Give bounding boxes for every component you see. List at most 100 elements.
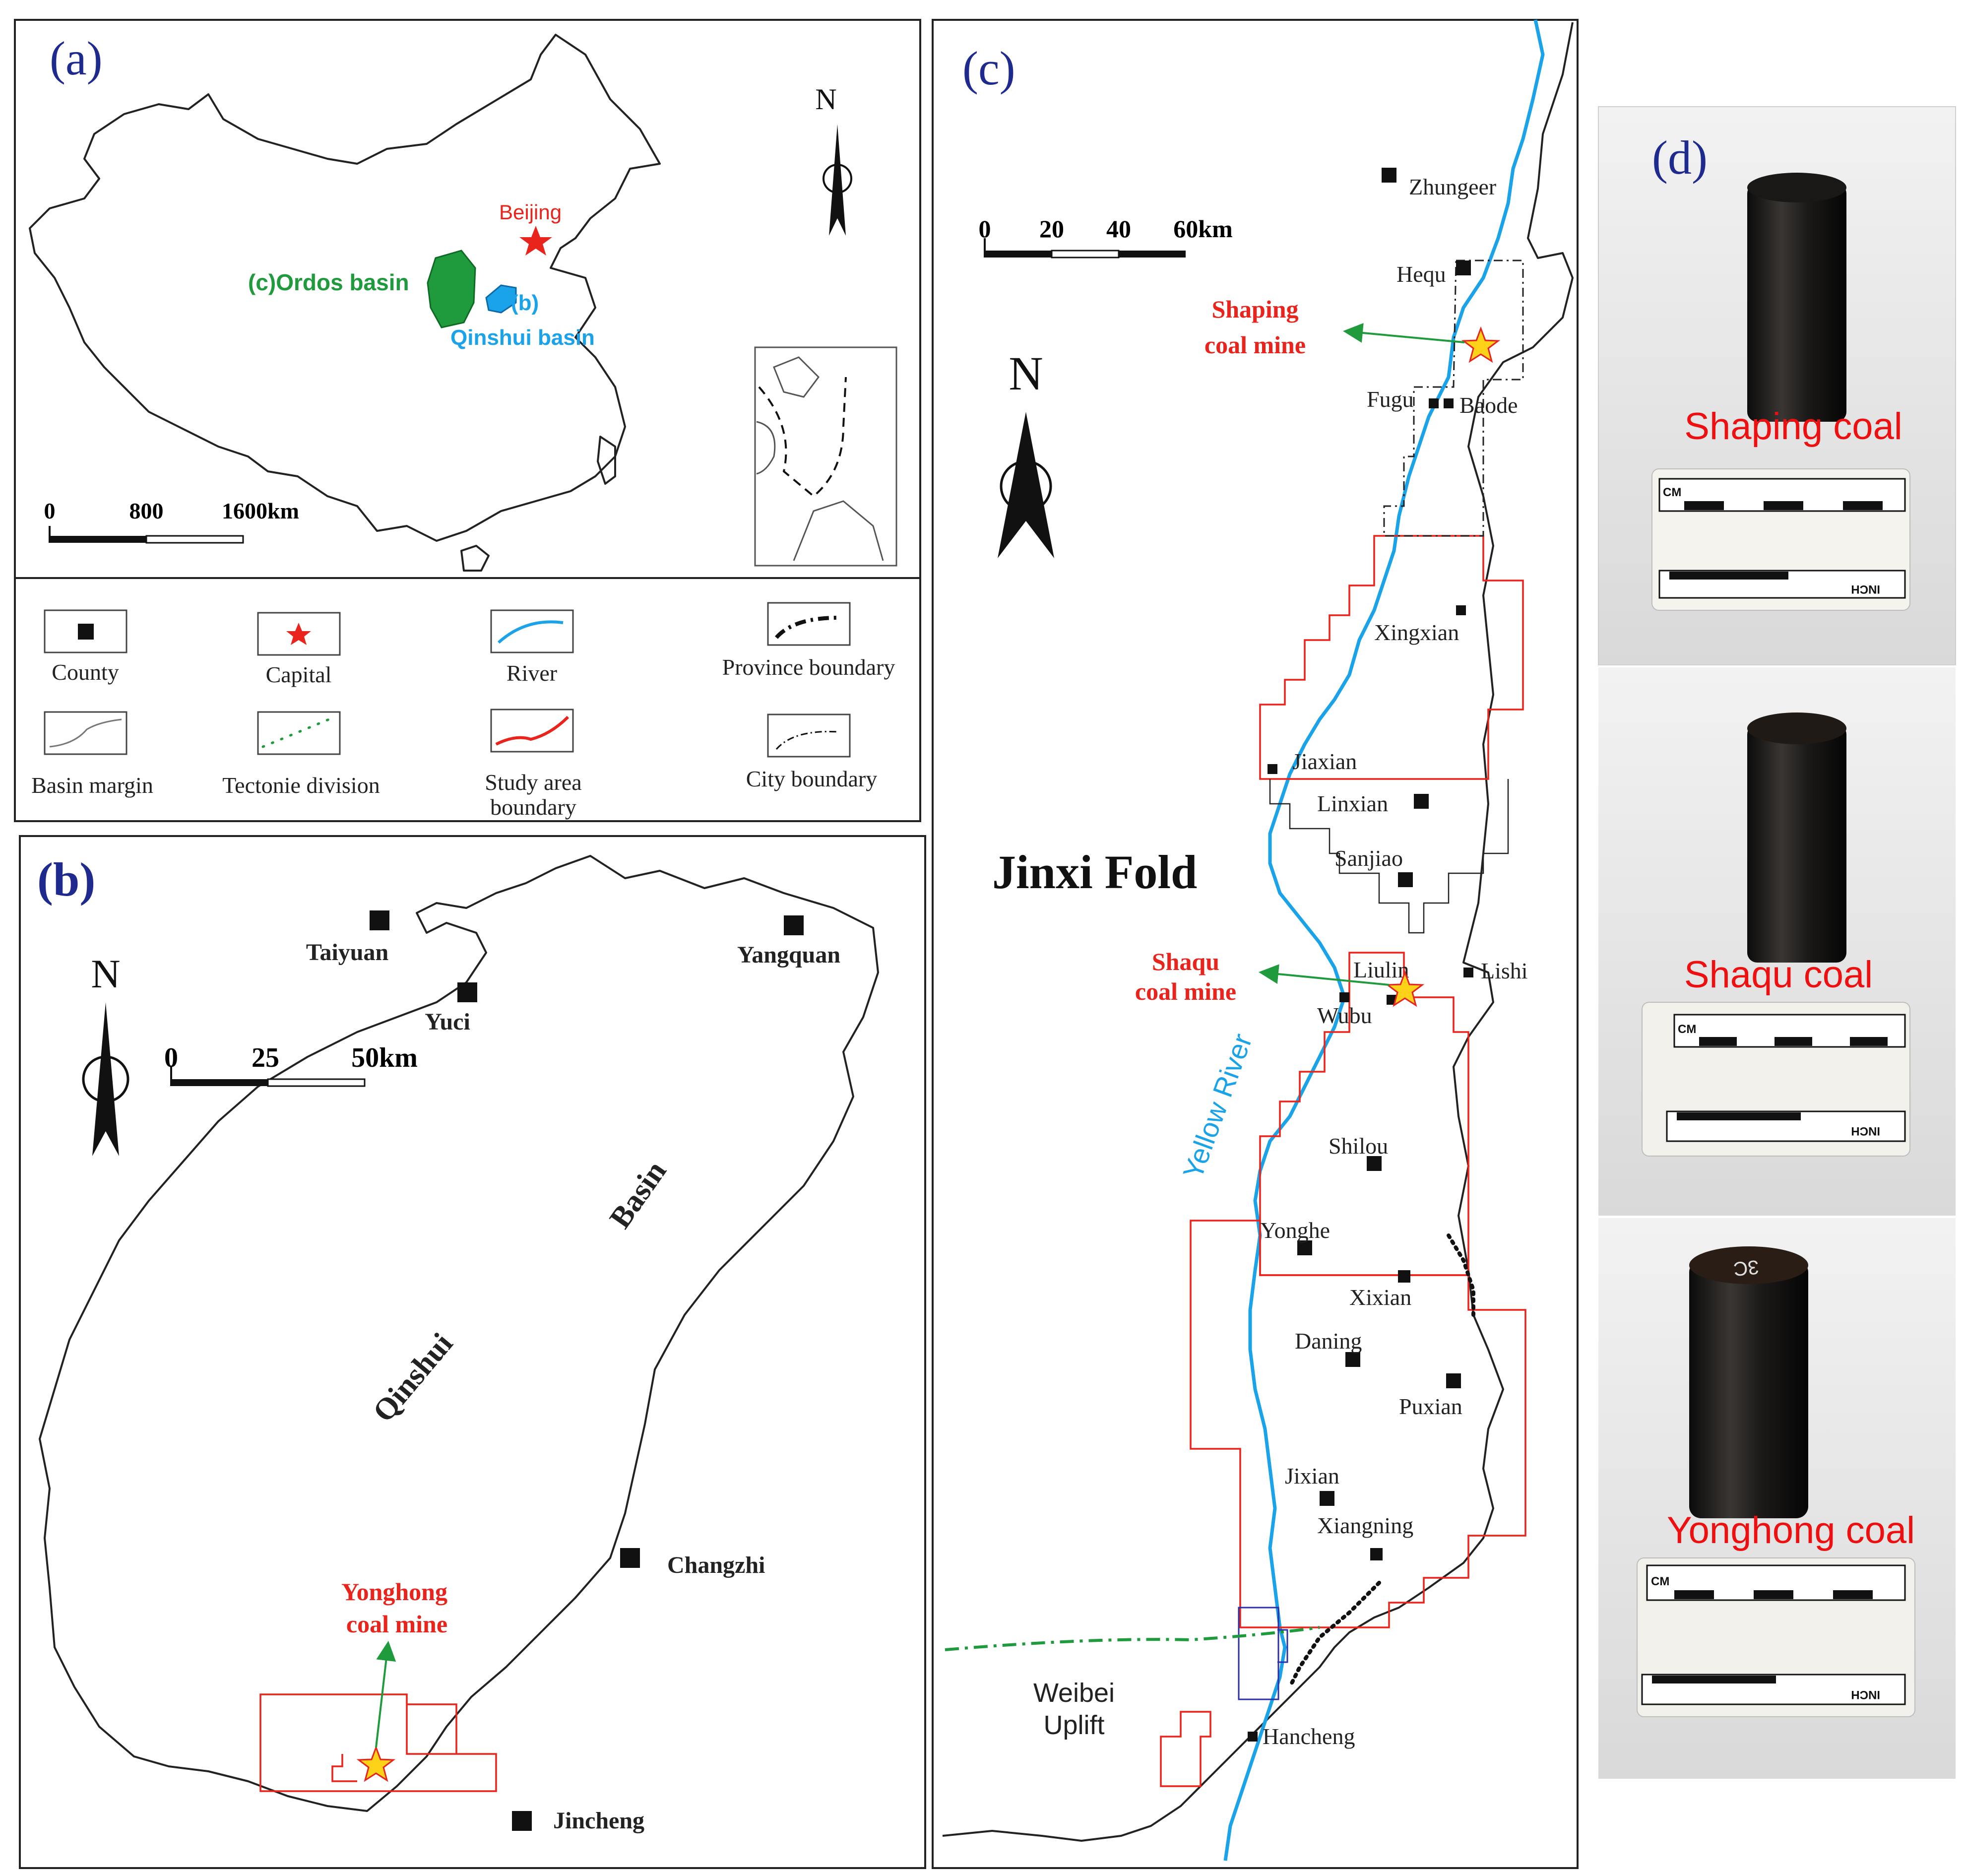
county-liulin: Liulin — [1353, 957, 1409, 982]
yonghong-arrow — [375, 1641, 396, 1748]
fugu-marker — [1429, 398, 1439, 408]
panel-b: (b) Taiyuan Yuci Yangquan Changzhi Jinch… — [19, 835, 926, 1869]
scale-c-0: 0 — [979, 215, 991, 243]
changzhi-marker — [620, 1548, 640, 1568]
shaping-arrow — [1343, 323, 1465, 343]
panel-c: (c) 0 20 40 60km — [932, 19, 1579, 1869]
coal-cylinder-shaping — [1747, 184, 1846, 422]
study-area-mid-c — [1259, 952, 1469, 1276]
sample-shaping-label: Shaping coal — [1684, 405, 1902, 448]
scale-bar-b: 0 25 50km — [164, 1042, 418, 1087]
panel-a-label: (a) — [50, 32, 103, 85]
weibei-label-2: Uplift — [1043, 1710, 1104, 1740]
ordos-label: (c)Ordos basin — [248, 269, 409, 295]
taiyuan-marker — [370, 910, 389, 930]
cap-mark: 3C — [1732, 1256, 1760, 1280]
ruler-shaqu: CM INCH — [1642, 1002, 1910, 1157]
north-arrow-b-icon: N — [82, 951, 129, 1156]
scale-bar-a: 0 800 1600km — [44, 498, 299, 544]
legend-province: Province boundary — [722, 654, 895, 680]
daning-marker — [1345, 1352, 1360, 1367]
shaping-label-1: Shaping — [1211, 295, 1298, 323]
city-jincheng: Jincheng — [553, 1808, 644, 1834]
ruler-shaping: CM INCH — [1651, 468, 1910, 611]
qinshui-basin-shape — [485, 284, 517, 314]
legend-study-line1: Study area — [485, 770, 581, 795]
legend-city: City boundary — [746, 766, 877, 791]
county-daning: Daning — [1295, 1328, 1362, 1354]
shaqu-label-1: Shaqu — [1152, 948, 1219, 975]
beijing-label: Beijing — [499, 200, 562, 224]
study-area-hancheng-c — [1160, 1711, 1211, 1787]
panel-d: (d) Shaping coal CM INCH Shaqu coal — [1598, 106, 1956, 1779]
shaqu-label-2: coal mine — [1135, 977, 1236, 1005]
ordos-basin-shape — [427, 250, 476, 328]
legend-river-icon — [497, 620, 564, 644]
county-lishi: Lishi — [1481, 958, 1528, 983]
scale-b-50: 50km — [351, 1042, 418, 1073]
puxian-marker — [1446, 1373, 1461, 1388]
liulin-marker — [1387, 995, 1396, 1005]
county-yonghe: Yonghe — [1260, 1218, 1330, 1243]
legend-capital: Capital — [266, 662, 332, 687]
jiaxian-marker — [1268, 764, 1277, 774]
scale-c-60: 60km — [1173, 215, 1232, 243]
county-hequ: Hequ — [1396, 261, 1446, 287]
photo-shaping: (d) Shaping coal CM INCH — [1598, 106, 1956, 665]
legend-study-line2: boundary — [490, 794, 576, 820]
yangquan-marker — [784, 915, 804, 935]
city-boundary-north-c — [1383, 259, 1524, 537]
ruler-inch-label-1: INCH — [1851, 582, 1880, 596]
xiangning-marker — [1370, 1548, 1383, 1560]
sample-yonghong-label: Yonghong coal — [1667, 1509, 1915, 1552]
county-sanjiao: Sanjiao — [1334, 845, 1403, 871]
shaqu-mine-star-icon — [1385, 970, 1425, 1007]
legend: County Capital River Province boundary B… — [14, 577, 921, 822]
legend-river: River — [507, 660, 557, 686]
shaping-label-2: coal mine — [1204, 331, 1306, 359]
panel-c-label: (c) — [962, 42, 1015, 95]
sample-shaqu-label: Shaqu coal — [1684, 954, 1873, 996]
county-jiaxian: Jiaxian — [1292, 749, 1357, 774]
north-b-letter: N — [91, 951, 120, 996]
county-shilou: Shilou — [1329, 1133, 1388, 1159]
county-jixian: Jixian — [1285, 1463, 1339, 1488]
city-changzhi: Changzhi — [667, 1552, 765, 1578]
qinshui-basin-label: Qinshui basin — [450, 325, 595, 350]
city-boundary-mid-c — [1269, 779, 1509, 934]
legend-tectonic-icon — [261, 715, 336, 748]
county-fugu: Fugu — [1367, 387, 1414, 412]
yonghong-label-1: Yonghong — [341, 1578, 447, 1606]
photo-shaqu: Shaqu coal CM INCH — [1598, 667, 1956, 1216]
scale-c-40: 40 — [1106, 215, 1131, 243]
city-taiyuan: Taiyuan — [306, 939, 388, 966]
china-outline — [29, 34, 661, 542]
scale-b-0: 0 — [164, 1042, 178, 1073]
north-arrow-a-icon: N — [815, 83, 852, 236]
panel-d-label: (d) — [1652, 131, 1708, 184]
coal-cylinder-shaqu — [1747, 724, 1846, 963]
scale-bar-c: 0 20 40 60km — [979, 215, 1233, 259]
legend-county-icon — [78, 624, 94, 640]
linxian-marker — [1414, 794, 1429, 809]
baode-marker — [1444, 398, 1454, 408]
scale-b-25: 25 — [252, 1042, 279, 1073]
county-hancheng: Hancheng — [1263, 1724, 1355, 1749]
north-c-letter: N — [1009, 347, 1043, 400]
scale-a-800: 800 — [129, 498, 164, 523]
panel-b-label: (b) — [37, 853, 95, 906]
shaping-mine-star-icon — [1461, 326, 1501, 363]
sanjiao-marker — [1398, 872, 1413, 887]
yonghe-marker — [1297, 1240, 1312, 1255]
north-a-letter: N — [815, 83, 836, 116]
jinxi-fold-label: Jinxi Fold — [992, 845, 1197, 899]
county-wubu: Wubu — [1317, 1003, 1372, 1028]
county-linxian: Linxian — [1317, 791, 1388, 816]
panel-c-frame — [932, 19, 1579, 1869]
county-puxian: Puxian — [1399, 1394, 1462, 1419]
hainan-outline — [460, 545, 490, 572]
county-xingxian: Xingxian — [1374, 620, 1459, 645]
capital-star-icon — [519, 226, 552, 256]
lishi-marker — [1463, 968, 1473, 977]
